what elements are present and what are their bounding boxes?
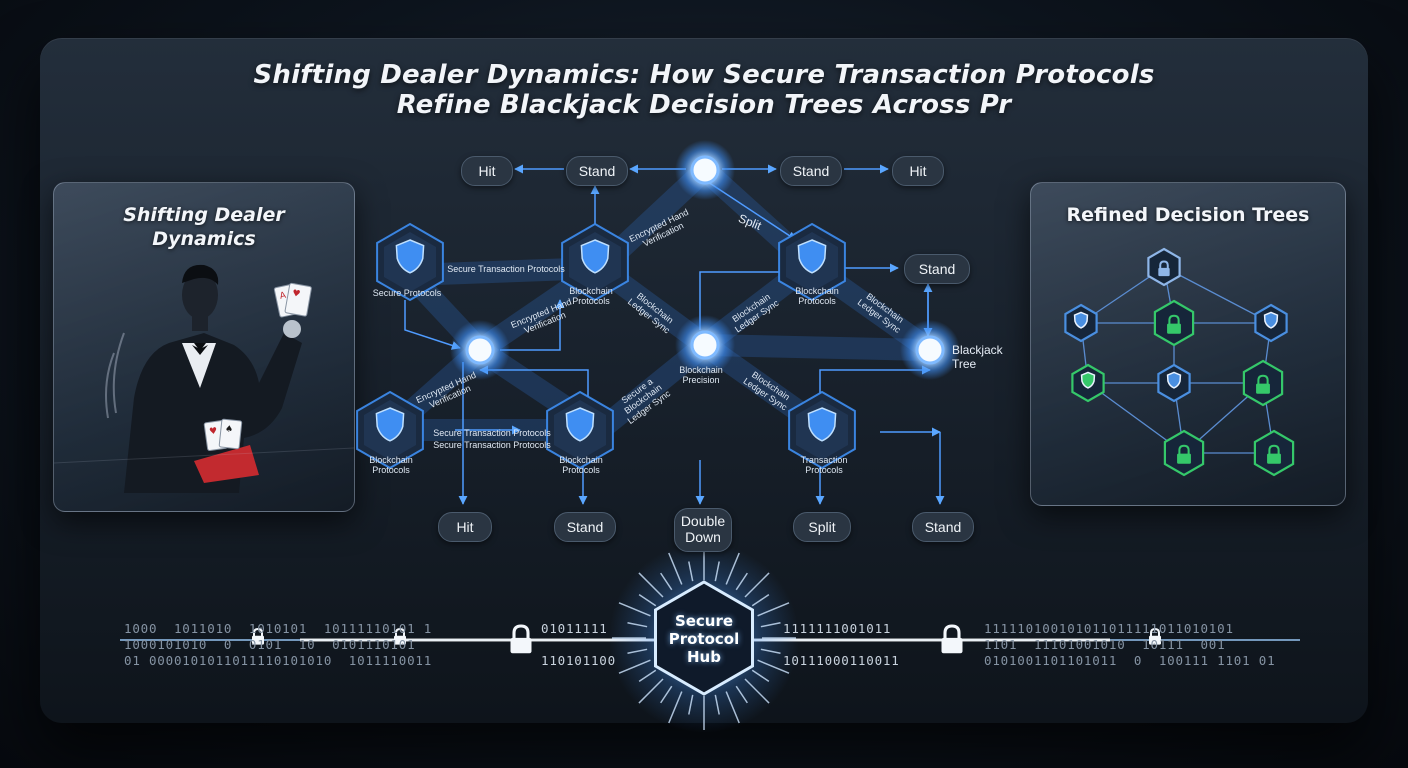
- binary-midright-1: 1111111001011: [783, 621, 892, 636]
- shield-node-secure-protocols-shield-icon: [395, 239, 425, 274]
- mini-node-b2: [1253, 429, 1295, 477]
- binary-right-1: 111110100101011011111011010101: [984, 621, 1234, 636]
- binary-left-2: 1000101010 0 0101 10 0101110101: [124, 637, 416, 652]
- hub-line-1: Secure: [674, 612, 734, 630]
- shield-node-blockchain-4: [546, 390, 614, 470]
- bottom-double-down: Double Down: [674, 508, 732, 552]
- refined-decision-trees-panel: Refined Decision Trees: [1030, 182, 1346, 506]
- shield-node-blockchain-4-shield-icon: [565, 407, 595, 442]
- edge-band-5: [694, 334, 941, 361]
- lock-icon-stream-1: [252, 627, 264, 645]
- mini-node-c1-lock-icon: [1167, 314, 1181, 334]
- node-label-secure-protocols: Secure Protocols: [372, 288, 442, 298]
- mini-node-r1: [1254, 303, 1288, 343]
- refined-trees-title: Refined Decision Trees: [1066, 204, 1310, 226]
- dealer-illustration: A ♥ ♥ ♠: [54, 264, 354, 493]
- top-stand-right: Stand: [780, 156, 842, 186]
- shield-node-transaction-shield-icon: [807, 407, 837, 442]
- node-label-blockchain-3: Blockchain Protocols: [369, 455, 413, 475]
- lock-icon-stream-2: [394, 627, 406, 645]
- edge-arrow-18: [699, 267, 791, 330]
- mini-node-c1: [1153, 299, 1195, 347]
- bottom-split: Split: [793, 512, 851, 542]
- lock-icon-stream-5: [1149, 627, 1161, 645]
- mini-node-l2-shield-icon: [1080, 371, 1096, 389]
- glow-node-center: [675, 315, 735, 375]
- edge-label-bot-a: Secure Transaction Protocols: [433, 428, 551, 438]
- hub-line-2: Protocol: [668, 630, 740, 648]
- edge-arrow-9: [404, 300, 461, 350]
- mini-node-b1: [1163, 429, 1205, 477]
- bottom-stand-left: Stand: [554, 512, 616, 542]
- glow-node-left: [450, 320, 510, 380]
- dealer-panel-title: Shifting Dealer Dynamics: [54, 203, 354, 251]
- mini-node-l1-shield-icon: [1073, 311, 1089, 329]
- title-line-2: Refine Blackjack Decision Trees Across P…: [396, 90, 1012, 120]
- mini-node-root-lock-icon: [1158, 260, 1170, 277]
- dealer-panel-title-line-2: Dynamics: [152, 228, 256, 250]
- dealer-panel-title-line-1: Shifting Dealer: [123, 204, 285, 226]
- svg-text:♠: ♠: [224, 424, 233, 435]
- glow-node-blackjack: [900, 320, 960, 380]
- top-hit-left: Hit: [461, 156, 513, 186]
- shield-node-blockchain-3-shield-icon: [375, 407, 405, 442]
- shield-node-blockchain-3: [356, 390, 424, 470]
- bottom-stand-right: Stand: [912, 512, 974, 542]
- mini-decision-tree: [1064, 247, 1295, 477]
- mini-edge-2: [1163, 266, 1272, 324]
- bottom-hit: Hit: [438, 512, 492, 542]
- mini-node-b2-lock-icon: [1267, 444, 1281, 464]
- binary-midleft-3: 110101100: [541, 653, 616, 668]
- shield-node-blockchain-1: [561, 222, 629, 302]
- mini-node-r2-lock-icon: [1256, 374, 1270, 394]
- top-hit-right: Hit: [892, 156, 944, 186]
- mini-node-l2: [1071, 363, 1105, 403]
- svg-text:♥: ♥: [291, 289, 301, 300]
- mini-node-l1: [1064, 303, 1098, 343]
- lock-icon-stream-3: [510, 624, 532, 654]
- shield-node-blockchain-1-shield-icon: [580, 239, 610, 274]
- node-label-transaction: Transaction Protocols: [800, 455, 848, 475]
- node-label-blockchain-2: Blockchain Protocols: [795, 286, 839, 306]
- mini-node-r1-shield-icon: [1263, 311, 1279, 329]
- node-label-blockchain-1: Blockchain Protocols: [569, 286, 613, 306]
- binary-left-3: 01 0000101011011110101010 1011110011: [124, 653, 433, 668]
- binary-left-1: 1000 1011010 1010101 10111110101 1: [124, 621, 433, 636]
- hub-line-3: Hub: [687, 648, 721, 666]
- title-line-1: Shifting Dealer Dynamics: How Secure Tra…: [253, 60, 1155, 90]
- edge-arrow-20: [479, 365, 589, 405]
- shield-node-secure-protocols: [376, 222, 444, 302]
- mini-node-r2: [1242, 359, 1284, 407]
- mini-node-c2: [1157, 363, 1191, 403]
- shield-node-transaction: [788, 390, 856, 470]
- lock-icon-stream-4: [941, 624, 963, 654]
- svg-text:A: A: [279, 291, 288, 302]
- edge-label-bot-b: Secure Transaction Protocols: [433, 440, 551, 450]
- binary-right-2: 1101 11101001010 10111 001: [984, 637, 1226, 652]
- edge-arrow-17: [819, 365, 931, 402]
- dealer-dynamics-panel: Shifting Dealer Dynamics A ♥: [53, 182, 355, 512]
- secure-protocol-hub-label: Secure Protocol Hub: [654, 612, 754, 666]
- top-stand-left: Stand: [566, 156, 628, 186]
- mini-node-c2-shield-icon: [1166, 371, 1182, 389]
- binary-midright-3: 10111000110011: [783, 653, 900, 668]
- node-label-center: Blockchain Precision: [679, 365, 723, 385]
- binary-midleft-1: 01011111: [541, 621, 608, 636]
- blackjack-tree-label: Blackjack Tree: [952, 343, 1003, 371]
- secure-protocol-hub: [609, 543, 799, 733]
- svg-text:♥: ♥: [209, 426, 218, 437]
- node-label-blockchain-4: Blockchain Protocols: [559, 455, 603, 475]
- binary-right-3: 0101001101101011 0 100111 1101 01: [984, 653, 1276, 668]
- right-stand: Stand: [904, 254, 970, 284]
- glow-node-root: [675, 140, 735, 200]
- edge-arrow-10: [500, 299, 565, 351]
- shield-node-blockchain-2: [778, 222, 846, 302]
- mini-node-b1-lock-icon: [1177, 444, 1191, 464]
- page-title: Shifting Dealer Dynamics: How Secure Tra…: [0, 60, 1408, 120]
- shield-node-blockchain-2-shield-icon: [797, 239, 827, 274]
- mini-node-root: [1147, 247, 1181, 287]
- double-down-label: Double Down: [680, 513, 726, 545]
- edge-label-top-b: Secure Transaction Protocols: [447, 264, 565, 274]
